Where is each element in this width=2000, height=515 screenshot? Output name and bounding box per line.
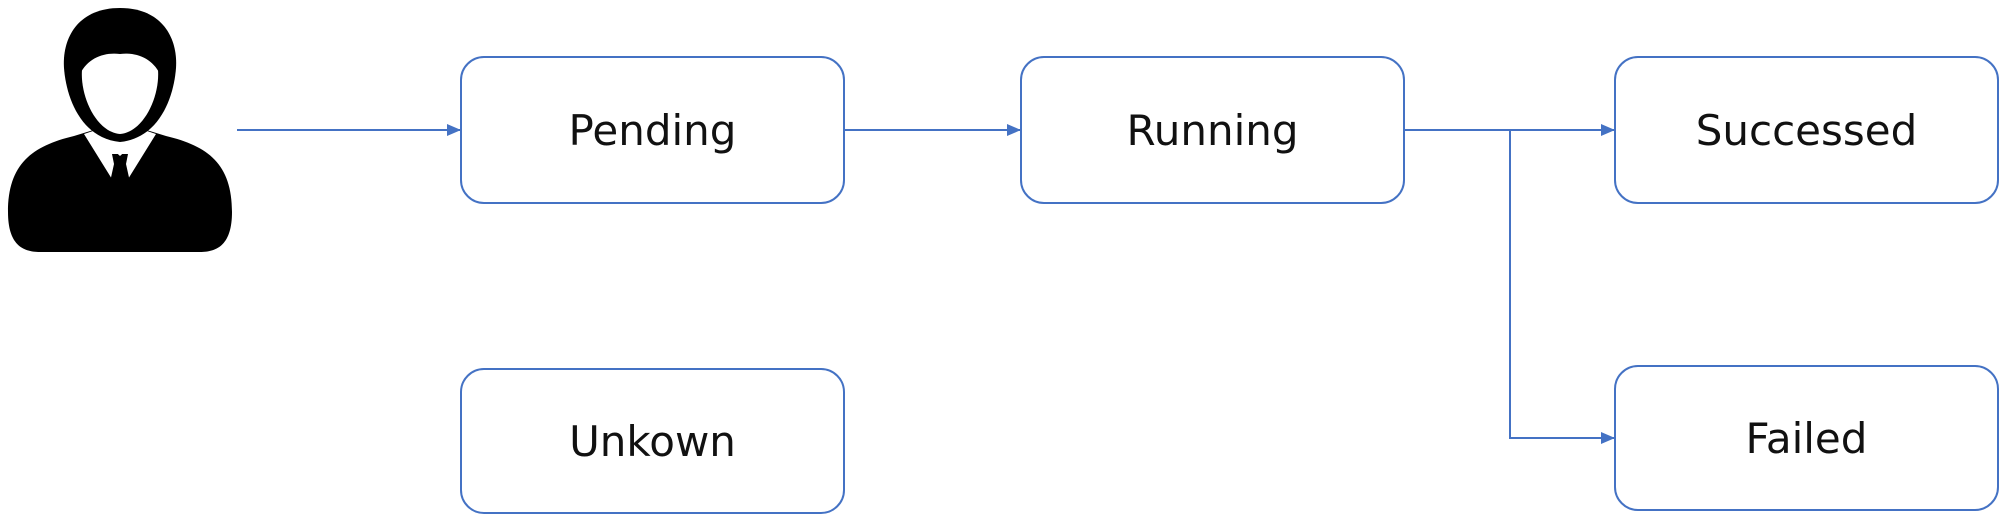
state-unkown-label: Unkown — [569, 416, 736, 466]
state-successed: Successed — [1614, 56, 1999, 204]
state-failed: Failed — [1614, 365, 1999, 511]
state-unkown: Unkown — [460, 368, 845, 514]
state-running-label: Running — [1126, 105, 1299, 155]
user-icon — [8, 8, 232, 252]
state-pending-label: Pending — [568, 105, 737, 155]
state-pending: Pending — [460, 56, 845, 204]
state-failed-label: Failed — [1745, 413, 1868, 463]
state-running: Running — [1020, 56, 1405, 204]
state-successed-label: Successed — [1695, 105, 1918, 155]
arrow-running-to-failed — [1509, 130, 1615, 444]
